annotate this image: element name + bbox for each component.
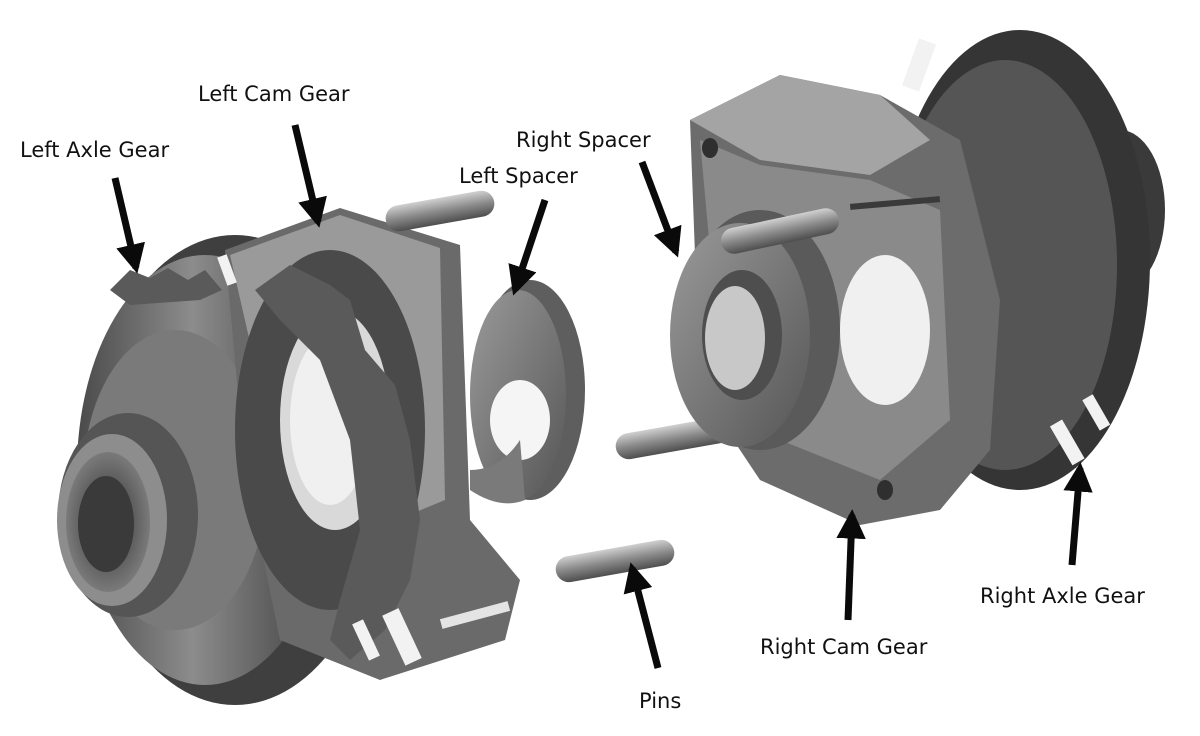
label-right-axle-gear: Right Axle Gear <box>980 584 1145 608</box>
arrow-pins <box>623 562 662 669</box>
right-upper-pin <box>721 208 839 254</box>
right-spacer-part <box>670 210 840 450</box>
arrow-left-spacer <box>508 198 549 296</box>
left-cam-gear-part <box>217 208 520 680</box>
left-spacer-part <box>470 280 585 504</box>
label-left-cam-gear: Left Cam Gear <box>198 82 350 106</box>
right-assembly <box>670 30 1165 525</box>
label-right-spacer: Right Spacer <box>516 128 651 152</box>
label-right-cam-gear: Right Cam Gear <box>760 635 928 659</box>
callout-arrows <box>111 124 1093 669</box>
loose-pins <box>555 416 735 583</box>
arrow-right-spacer <box>638 160 682 258</box>
arrow-right-cam-gear <box>836 509 866 621</box>
arrow-right-axle-gear <box>1063 462 1093 566</box>
label-pins: Pins <box>639 689 682 713</box>
left-assembly <box>57 190 585 705</box>
label-left-axle-gear: Left Axle Gear <box>20 138 170 162</box>
arrow-left-axle-gear <box>111 177 145 274</box>
left-upper-pin <box>385 190 495 232</box>
label-left-spacer: Left Spacer <box>459 164 578 188</box>
arrow-left-cam-gear <box>291 124 327 228</box>
